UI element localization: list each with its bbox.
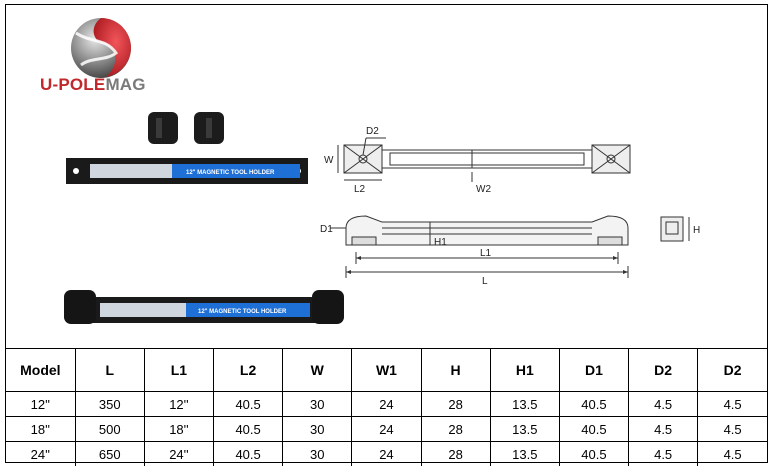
col-header-d2-second: D2 <box>697 348 767 392</box>
label-h: H <box>693 225 700 236</box>
table-cell: 13.5 <box>489 391 560 417</box>
table-cell: 350 <box>74 391 145 417</box>
table-cell: 4.5 <box>697 441 767 466</box>
label-l: L <box>482 276 488 287</box>
table-cell: 18'' <box>143 416 215 442</box>
table-cell: 12'' <box>143 391 215 417</box>
col-header-l: L <box>74 348 145 392</box>
table-cell: 13.5 <box>489 441 560 466</box>
col-header-model: Model <box>6 348 76 392</box>
table-cell: 24'' <box>6 441 76 466</box>
label-d2: D2 <box>366 126 379 137</box>
brand-logo-icon <box>71 18 131 78</box>
table-cell: 40.5 <box>213 441 284 466</box>
col-header-l1: L1 <box>143 348 215 392</box>
table-row: 12'' 350 12'' 40.5 30 24 28 13.5 40.5 4.… <box>6 391 767 417</box>
spec-sheet: U-POLEMAG 12" MAGNETIC TOOL HOLDER <box>5 4 768 466</box>
table-cell: 18'' <box>6 416 76 442</box>
brand-name-part1: U-POLE <box>40 75 106 94</box>
label-d1: D1 <box>320 224 333 235</box>
table-cell: 13.5 <box>489 416 560 442</box>
product-photos: 12" MAGNETIC TOOL HOLDER 12" MAGNETIC TO… <box>64 112 344 324</box>
table-cell: 28 <box>420 441 491 466</box>
table-cell: 40.5 <box>213 391 284 417</box>
table-cell: 40.5 <box>558 441 630 466</box>
end-cap-left <box>148 112 178 144</box>
table-cell: 40.5 <box>558 416 630 442</box>
table-cell: 24 <box>351 391 422 417</box>
product-image-area: U-POLEMAG 12" MAGNETIC TOOL HOLDER <box>6 5 767 348</box>
bare-holder-bar: 12" MAGNETIC TOOL HOLDER <box>66 158 308 184</box>
label-l2: L2 <box>354 184 366 195</box>
table-cell: 40.5 <box>213 416 284 442</box>
table-cell: 4.5 <box>697 416 767 442</box>
brand-name: U-POLEMAG <box>40 75 146 95</box>
label-h1: H1 <box>434 237 447 248</box>
table-cell: 4.5 <box>628 416 699 442</box>
col-header-d2: D2 <box>628 348 699 392</box>
end-cap-right <box>194 112 224 144</box>
technical-drawing: D2 W L2 W2 D1 H1 L1 L H <box>320 126 700 287</box>
table-cell: 30 <box>282 416 353 442</box>
table-cell: 30 <box>282 391 353 417</box>
table-cell: 24 <box>351 441 422 466</box>
table-cell: 4.5 <box>697 391 767 417</box>
table-cell: 24 <box>351 416 422 442</box>
table-cell: 28 <box>420 391 491 417</box>
strip-label-top: 12" MAGNETIC TOOL HOLDER <box>186 170 275 176</box>
label-w: W <box>324 155 334 166</box>
table-row: 24'' 650 24'' 40.5 30 24 28 13.5 40.5 4.… <box>6 441 767 466</box>
assembled-holder-bar: 12" MAGNETIC TOOL HOLDER <box>64 290 344 324</box>
table-cell: 24'' <box>143 441 215 466</box>
col-header-h1: H1 <box>489 348 560 392</box>
table-cell: 30 <box>282 441 353 466</box>
col-header-h: H <box>420 348 491 392</box>
table-cell: 4.5 <box>628 391 699 417</box>
spec-table: Model L L1 L2 W W1 H H1 D1 D2 D2 12'' 35… <box>6 348 767 466</box>
table-row: 18'' 500 18'' 40.5 30 24 28 13.5 40.5 4.… <box>6 416 767 442</box>
strip-label-bottom: 12" MAGNETIC TOOL HOLDER <box>198 309 287 315</box>
table-cell: 40.5 <box>558 391 630 417</box>
col-header-w1: W1 <box>351 348 422 392</box>
table-header-row: Model L L1 L2 W W1 H H1 D1 D2 D2 <box>6 348 767 392</box>
col-header-d1: D1 <box>558 348 630 392</box>
col-header-w: W <box>282 348 353 392</box>
col-header-l2: L2 <box>213 348 284 392</box>
table-cell: 4.5 <box>628 441 699 466</box>
table-cell: 28 <box>420 416 491 442</box>
table-cell: 650 <box>74 441 145 466</box>
brand-name-part2: MAG <box>105 75 146 94</box>
label-w2: W2 <box>476 184 491 195</box>
table-cell: 12'' <box>6 391 76 417</box>
table-cell: 500 <box>74 416 145 442</box>
label-l1: L1 <box>480 248 492 259</box>
